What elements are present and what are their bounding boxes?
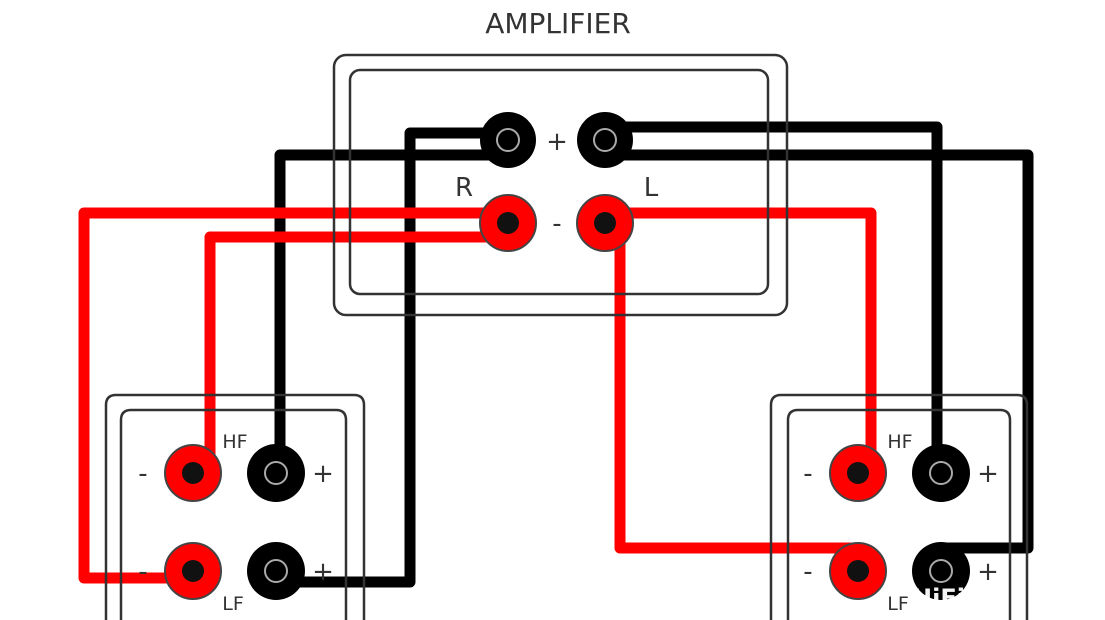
terminal-ring	[929, 559, 953, 583]
wire-l-plus-to-right-lf-plus	[605, 149, 1034, 554]
left-lf-minus-terminal[interactable]	[164, 542, 222, 600]
left-speaker-box	[104, 393, 366, 620]
right-lf-plus-terminal[interactable]	[912, 542, 970, 600]
terminal-core	[847, 560, 869, 582]
right-hf-plus-sign: +	[977, 459, 999, 489]
right-speaker-inner-outline	[786, 408, 1012, 620]
wire-r-plus-to-left-hf-plus	[274, 149, 508, 470]
left-lf-label: LF	[222, 593, 244, 615]
left-lf-plus-terminal[interactable]	[247, 542, 305, 600]
terminal-body	[577, 112, 633, 168]
left-hf-plus-sign: +	[312, 459, 334, 489]
terminal-core	[497, 212, 519, 234]
amplifier-box	[332, 53, 789, 317]
terminal-core	[182, 560, 204, 582]
wire-r-minus-to-left-hf-minus	[204, 231, 508, 460]
terminal-r-minus[interactable]	[479, 194, 537, 252]
right-speaker-box	[769, 393, 1029, 620]
channel-label-r: R	[455, 173, 473, 203]
watermark: HiFi	[912, 584, 965, 612]
wire-r-plus-to-left-lf-plus	[278, 127, 508, 588]
wire-r-minus-to-left-lf-minus	[78, 207, 508, 584]
terminal-body	[912, 542, 970, 600]
left-lf-minus-sign: -	[138, 557, 147, 587]
left-hf-plus-terminal[interactable]	[247, 444, 305, 502]
amplifier-outer-outline	[332, 53, 789, 317]
right-hf-label: HF	[887, 431, 912, 453]
right-speaker-terminals: - + - + HF LF	[803, 431, 999, 615]
terminal-ring	[264, 559, 288, 583]
left-hf-label: HF	[222, 431, 247, 453]
amplifier-terminals: + - R L	[455, 112, 659, 252]
wire-l-minus-to-right-lf-minus	[614, 230, 858, 554]
terminal-ring	[593, 128, 617, 152]
right-lf-plus-sign: +	[977, 557, 999, 587]
left-speaker-inner-outline	[119, 408, 348, 620]
amplifier-plus-sign: +	[546, 127, 568, 157]
terminal-r-plus[interactable]	[480, 112, 536, 168]
wire-l-plus-to-right-hf-plus	[605, 121, 943, 470]
right-lf-minus-sign: -	[803, 557, 812, 587]
left-hf-minus-sign: -	[138, 459, 147, 489]
right-speaker-outer-outline	[769, 393, 1029, 620]
amplifier-title: AMPLIFIER	[485, 7, 631, 40]
terminal-body	[247, 444, 305, 502]
right-hf-minus-sign: -	[803, 459, 812, 489]
right-hf-plus-terminal[interactable]	[912, 444, 970, 502]
terminal-core	[847, 462, 869, 484]
right-lf-minus-terminal[interactable]	[829, 542, 887, 600]
terminal-core	[182, 462, 204, 484]
wires	[78, 121, 1034, 588]
left-hf-minus-terminal[interactable]	[164, 444, 222, 502]
amplifier-inner-outline	[348, 68, 770, 296]
right-hf-minus-terminal[interactable]	[829, 444, 887, 502]
terminal-l-minus[interactable]	[576, 194, 634, 252]
terminal-body	[247, 542, 305, 600]
channel-label-l: L	[644, 173, 659, 203]
amplifier-minus-sign: -	[552, 209, 561, 239]
left-speaker-outer-outline	[104, 393, 366, 620]
terminal-ring	[496, 128, 520, 152]
terminal-l-plus[interactable]	[577, 112, 633, 168]
terminal-ring	[929, 461, 953, 485]
terminal-ring	[264, 461, 288, 485]
right-lf-label: LF	[887, 593, 909, 615]
left-lf-plus-sign: +	[312, 557, 334, 587]
terminal-body	[912, 444, 970, 502]
terminal-body	[480, 112, 536, 168]
wire-l-minus-to-right-hf-minus	[605, 207, 877, 460]
terminal-core	[594, 212, 616, 234]
left-speaker-terminals: - + - + HF LF	[138, 431, 334, 615]
